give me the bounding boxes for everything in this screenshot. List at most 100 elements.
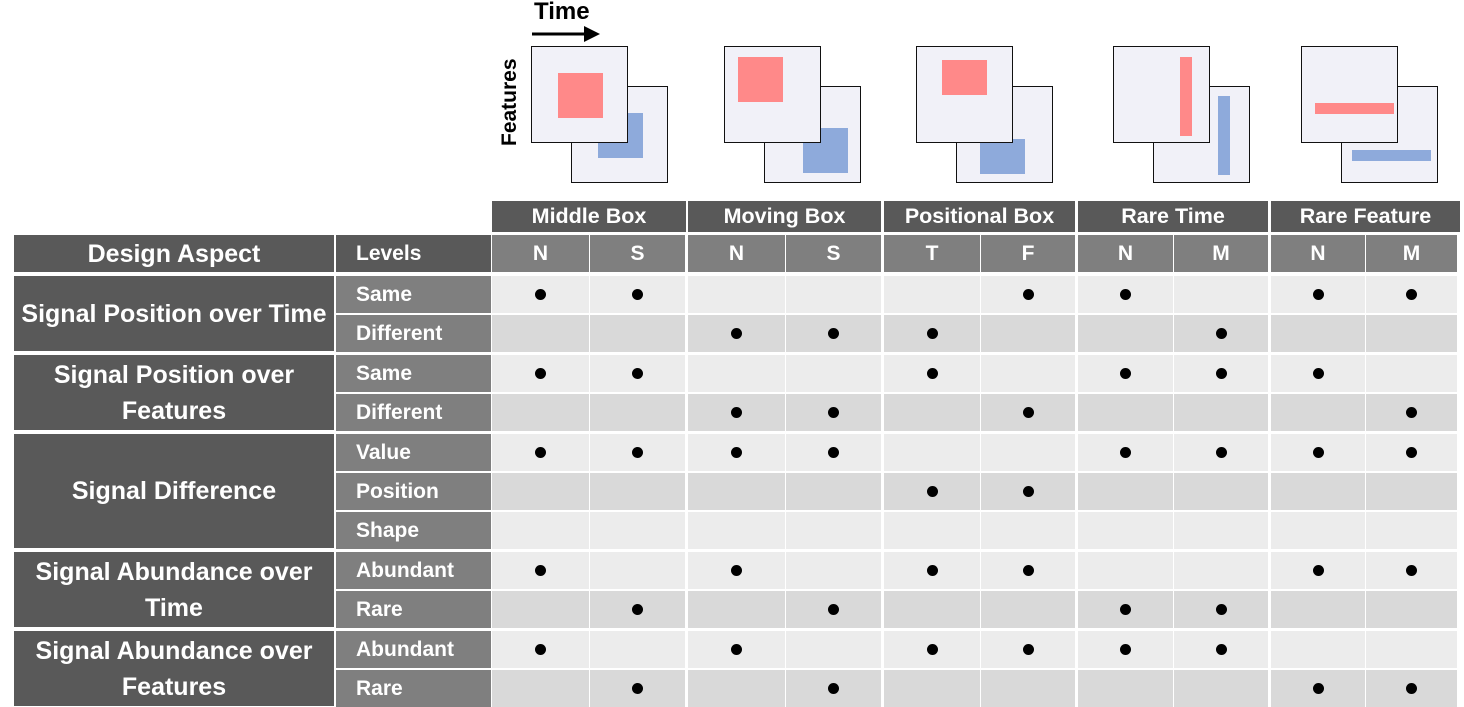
matrix-cell: [1078, 355, 1173, 392]
matrix-cell: [1078, 631, 1173, 668]
thumb-positional-box-front: [916, 46, 1013, 143]
level-label: Same: [336, 355, 491, 392]
matrix-cell: [590, 631, 685, 668]
matrix-cell: [786, 512, 881, 549]
matrix-cell: [981, 670, 1075, 707]
level-label: Abundant: [336, 552, 491, 589]
matrix-cell: [590, 670, 685, 707]
mark-dot: [828, 328, 839, 339]
mark-dot: [1120, 289, 1131, 300]
matrix-cell: [884, 315, 980, 352]
matrix-cell: [1366, 315, 1457, 352]
matrix-cell: [492, 434, 589, 471]
matrix-cell: [1174, 394, 1268, 431]
matrix-cell: [884, 591, 980, 628]
mark-dot: [1022, 289, 1034, 300]
matrix-cell: [1174, 512, 1268, 549]
sub-column-header: N: [688, 235, 785, 272]
matrix-cell: [786, 631, 881, 668]
matrix-cell: [1078, 512, 1173, 549]
time-axis-label: Time: [534, 0, 590, 25]
matrix-cell: [1078, 276, 1173, 313]
sub-column-header: M: [1174, 235, 1268, 272]
matrix-cell: [1271, 355, 1365, 392]
mark-dot: [731, 565, 742, 576]
mark-dot: [731, 328, 742, 339]
mark-dot: [1022, 644, 1034, 655]
matrix-cell: [981, 394, 1075, 431]
matrix-cell: [590, 394, 685, 431]
matrix-cell: [981, 552, 1075, 589]
mark-dot: [1215, 604, 1227, 615]
matrix-cell: [1078, 394, 1173, 431]
matrix-cell: [786, 276, 881, 313]
signal-rect-red: [1180, 57, 1192, 136]
group-header: Positional Box: [884, 201, 1075, 232]
matrix-cell: [590, 473, 685, 510]
matrix-cell: [786, 315, 881, 352]
matrix-cell: [492, 552, 589, 589]
level-label: Abundant: [336, 631, 491, 668]
matrix-cell: [1271, 473, 1365, 510]
matrix-cell: [688, 355, 785, 392]
matrix-cell: [981, 315, 1075, 352]
matrix-cell: [1271, 670, 1365, 707]
mark-dot: [926, 368, 938, 379]
matrix-cell: [786, 591, 881, 628]
matrix-cell: [492, 276, 589, 313]
matrix-cell: [1271, 591, 1365, 628]
matrix-cell: [884, 512, 980, 549]
matrix-cell: [884, 276, 980, 313]
matrix-cell: [688, 473, 785, 510]
mark-dot: [632, 447, 643, 458]
matrix-cell: [590, 512, 685, 549]
mark-dot: [1406, 683, 1417, 694]
mark-dot: [731, 644, 742, 655]
matrix-cell: [884, 670, 980, 707]
mark-dot: [1120, 447, 1131, 458]
mark-dot: [632, 289, 643, 300]
signal-rect-blue: [1352, 150, 1431, 161]
matrix-cell: [981, 473, 1075, 510]
matrix-cell: [1078, 434, 1173, 471]
matrix-cell: [688, 315, 785, 352]
mark-dot: [828, 683, 839, 694]
matrix-cell: [981, 434, 1075, 471]
matrix-cell: [884, 473, 980, 510]
matrix-cell: [981, 355, 1075, 392]
mark-dot: [632, 604, 643, 615]
mark-dot: [1312, 289, 1324, 300]
matrix-cell: [1271, 276, 1365, 313]
matrix-cell: [1366, 670, 1457, 707]
matrix-cell: [1078, 473, 1173, 510]
thumb-moving-box-front: [724, 46, 821, 143]
signal-rect-red: [942, 60, 987, 95]
mark-dot: [535, 289, 546, 300]
matrix-cell: [884, 355, 980, 392]
matrix-cell: [492, 512, 589, 549]
matrix-cell: [884, 552, 980, 589]
mark-dot: [1215, 644, 1227, 655]
mark-dot: [1312, 368, 1324, 379]
matrix-cell: [981, 512, 1075, 549]
design-aspect-header: Design Aspect: [14, 235, 334, 272]
mark-dot: [632, 368, 643, 379]
matrix-cell: [1174, 552, 1268, 589]
sub-column-header: M: [1366, 235, 1457, 272]
matrix-cell: [1078, 552, 1173, 589]
sub-column-header: S: [786, 235, 881, 272]
level-label: Rare: [336, 591, 491, 628]
matrix-cell: [688, 394, 785, 431]
matrix-cell: [1271, 512, 1365, 549]
mark-dot: [1312, 683, 1324, 694]
features-axis-label: Features: [498, 58, 521, 146]
levels-header: Levels: [336, 235, 491, 272]
level-label: Position: [336, 473, 491, 510]
signal-rect-blue: [1218, 96, 1230, 175]
mark-dot: [1022, 565, 1034, 576]
mark-dot: [828, 407, 839, 418]
matrix-cell: [492, 591, 589, 628]
aspect-label: Signal Abundance over Features: [14, 631, 334, 706]
mark-dot: [1406, 289, 1417, 300]
group-header: Moving Box: [688, 201, 881, 232]
